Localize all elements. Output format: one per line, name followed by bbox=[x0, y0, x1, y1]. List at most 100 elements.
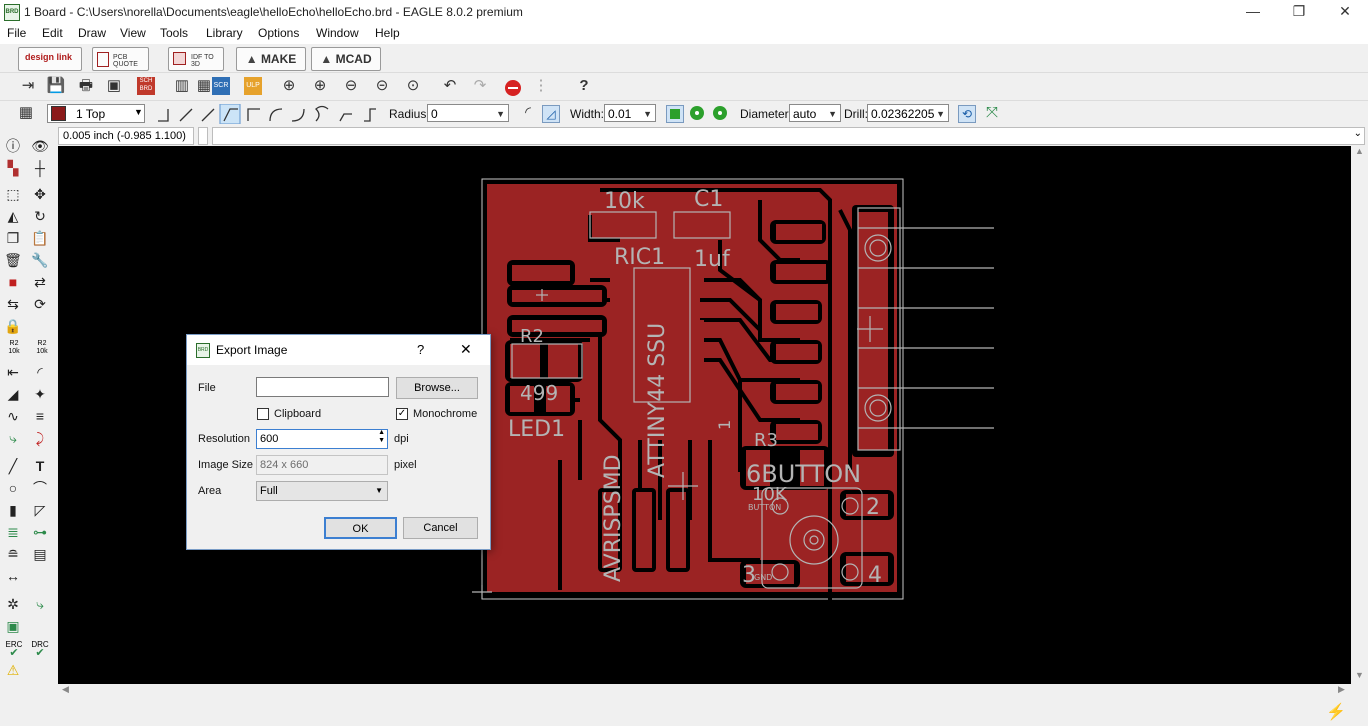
text-icon[interactable]: T bbox=[35, 458, 45, 474]
via-square-button[interactable] bbox=[666, 105, 684, 123]
ratsnest-icon[interactable]: ✲ bbox=[7, 596, 19, 612]
design-link-button[interactable]: design link bbox=[18, 47, 82, 71]
idf-to-3d-button[interactable]: IDF TO 3D bbox=[168, 47, 224, 71]
value-tool-button[interactable]: R2 10k bbox=[31, 340, 53, 356]
dialog-close-button[interactable]: ✕ bbox=[460, 341, 472, 357]
dimension-icon[interactable]: ↔ bbox=[6, 568, 20, 584]
name-tool-button[interactable]: R2 10k bbox=[4, 340, 24, 356]
vertical-scrollbar[interactable]: ▲▼ bbox=[1351, 146, 1368, 684]
erc-button[interactable]: ERC✔ bbox=[5, 640, 23, 659]
menu-edit[interactable]: Edit bbox=[42, 26, 63, 40]
zoom-select-icon[interactable]: ⊙ bbox=[406, 77, 420, 94]
lock-icon[interactable]: 🔒 bbox=[4, 318, 22, 334]
show-icon[interactable]: 👁 bbox=[31, 138, 49, 154]
miter-round-icon[interactable]: ◜ bbox=[525, 104, 531, 121]
spin-arrows-icon[interactable]: ▲▼ bbox=[378, 429, 385, 444]
miter-icon[interactable]: ◜ bbox=[37, 364, 43, 380]
scroll-up-icon[interactable]: ▲ bbox=[1355, 146, 1364, 156]
diameter-combo[interactable]: auto▼ bbox=[789, 104, 841, 122]
auto-icon[interactable]: ▣ bbox=[6, 618, 20, 634]
save-icon[interactable]: 💾 bbox=[46, 77, 66, 94]
pcb-quote-button[interactable]: PCB QUOTE bbox=[92, 47, 149, 71]
width-combo[interactable]: 0.01▼ bbox=[604, 104, 656, 122]
paste-icon[interactable]: 📋 bbox=[31, 230, 49, 246]
maximize-button[interactable]: ❐ bbox=[1292, 3, 1306, 19]
resolution-spinbox[interactable]: 600 ▲▼ bbox=[256, 429, 388, 449]
menu-help[interactable]: Help bbox=[375, 26, 400, 40]
meander-icon[interactable]: ∿ bbox=[7, 408, 19, 424]
blind-via-icon[interactable]: ⤧ bbox=[985, 104, 998, 121]
copy-icon[interactable]: ❐ bbox=[6, 230, 20, 246]
menu-window[interactable]: Window bbox=[316, 26, 359, 40]
menu-library[interactable]: Library bbox=[206, 26, 243, 40]
command-history-button[interactable] bbox=[198, 127, 208, 145]
clipboard-checkbox[interactable] bbox=[257, 408, 269, 420]
open-icon[interactable]: ⇥ bbox=[21, 77, 35, 94]
mark-icon[interactable]: ┼ bbox=[35, 160, 45, 176]
area-select[interactable]: Full ▼ bbox=[256, 481, 388, 501]
table-icon[interactable]: ▦ bbox=[196, 77, 212, 94]
zoom-fit-icon[interactable]: ⊕ bbox=[282, 77, 296, 94]
minimize-button[interactable]: — bbox=[1246, 3, 1260, 19]
split-icon[interactable]: ◢ bbox=[7, 386, 19, 402]
move-icon[interactable]: ✥ bbox=[34, 186, 46, 202]
micro-via-icon[interactable]: ⟲ bbox=[958, 105, 976, 123]
close-button[interactable]: ✕ bbox=[1339, 3, 1351, 19]
display-layers-icon[interactable]: ▚ bbox=[7, 160, 19, 176]
route-multiple-icon[interactable]: ≡ bbox=[35, 408, 45, 424]
replace-icon[interactable]: ⇄ bbox=[34, 274, 46, 290]
script-button[interactable]: SCR bbox=[212, 77, 230, 95]
help-icon[interactable]: ? bbox=[579, 77, 589, 94]
zoom-out-icon[interactable]: ⊖ bbox=[344, 77, 358, 94]
ripup-icon[interactable]: ⤸ bbox=[35, 430, 45, 446]
menu-view[interactable]: View bbox=[120, 26, 146, 40]
ulp-button[interactable]: ULP bbox=[244, 77, 262, 95]
horizontal-scrollbar[interactable]: ◀▶ bbox=[58, 684, 1351, 698]
drill-combo[interactable]: 0.02362205▼ bbox=[867, 104, 949, 122]
board-canvas[interactable]: 10k C1 RIC1 1uf R2 499 LED1 ATTINY44 SSU… bbox=[58, 146, 1351, 684]
command-input[interactable]: ⌄ bbox=[212, 127, 1365, 145]
via-octagon-button[interactable] bbox=[713, 106, 727, 120]
sch-brd-switch-button[interactable]: SCH BRD bbox=[137, 77, 155, 95]
grid-icon[interactable]: ▦ bbox=[18, 104, 34, 121]
group-select-icon[interactable]: ⬚ bbox=[6, 186, 20, 202]
zoom-in-icon[interactable]: ⊕ bbox=[313, 77, 327, 94]
bend-style-icons[interactable] bbox=[152, 104, 382, 124]
hole-icon[interactable]: ≘ bbox=[7, 546, 19, 562]
make-button[interactable]: ▲ MAKE bbox=[236, 47, 306, 71]
mirror-icon[interactable]: ◭ bbox=[7, 208, 19, 224]
file-input[interactable] bbox=[256, 377, 389, 397]
wire-icon[interactable]: ╱ bbox=[8, 458, 18, 474]
go-icon[interactable]: ⋮ bbox=[533, 77, 549, 94]
menu-options[interactable]: Options bbox=[258, 26, 300, 40]
miter-straight-icon[interactable]: ◿ bbox=[542, 105, 560, 123]
drc-button[interactable]: DRC✔ bbox=[31, 640, 49, 659]
arc-icon[interactable]: ⌒ bbox=[33, 480, 47, 496]
cancel-button[interactable]: Cancel bbox=[403, 517, 478, 539]
via-round-button[interactable] bbox=[690, 106, 704, 120]
mcad-button[interactable]: ▲ MCAD bbox=[311, 47, 381, 71]
menu-file[interactable]: File bbox=[7, 26, 27, 40]
smash-icon[interactable]: ⇤ bbox=[7, 364, 19, 380]
autorouter-icon[interactable]: ⤷ bbox=[36, 596, 44, 612]
stop-icon[interactable] bbox=[505, 80, 521, 96]
layer-select[interactable]: 1 Top ▼ bbox=[47, 104, 145, 123]
radius-combo[interactable]: 0▼ bbox=[427, 104, 509, 122]
scroll-left-icon[interactable]: ◀ bbox=[62, 684, 69, 694]
attribute-icon[interactable]: ▤ bbox=[33, 546, 47, 562]
ok-button[interactable]: OK bbox=[324, 517, 397, 539]
circle-icon[interactable]: ○ bbox=[8, 480, 18, 496]
undo-icon[interactable]: ↶ bbox=[443, 77, 457, 94]
library-icon[interactable]: ▥ bbox=[174, 77, 190, 94]
print-icon[interactable]: 🖶 bbox=[78, 77, 94, 94]
browse-button[interactable]: Browse... bbox=[396, 377, 478, 399]
menu-draw[interactable]: Draw bbox=[78, 26, 107, 40]
redo-icon[interactable]: ↷ bbox=[473, 77, 487, 94]
via-stack-icon[interactable]: ≣ bbox=[7, 524, 19, 540]
scroll-down-icon[interactable]: ▼ bbox=[1355, 670, 1364, 680]
zoom-redraw-icon[interactable]: ⊝ bbox=[375, 77, 389, 94]
optimize-icon[interactable]: ✦ bbox=[34, 386, 46, 402]
errors-warning-icon[interactable]: ⚠ bbox=[6, 662, 20, 678]
route-icon[interactable]: ⤷ bbox=[9, 430, 17, 446]
signal-icon[interactable]: ⊶ bbox=[33, 524, 47, 540]
